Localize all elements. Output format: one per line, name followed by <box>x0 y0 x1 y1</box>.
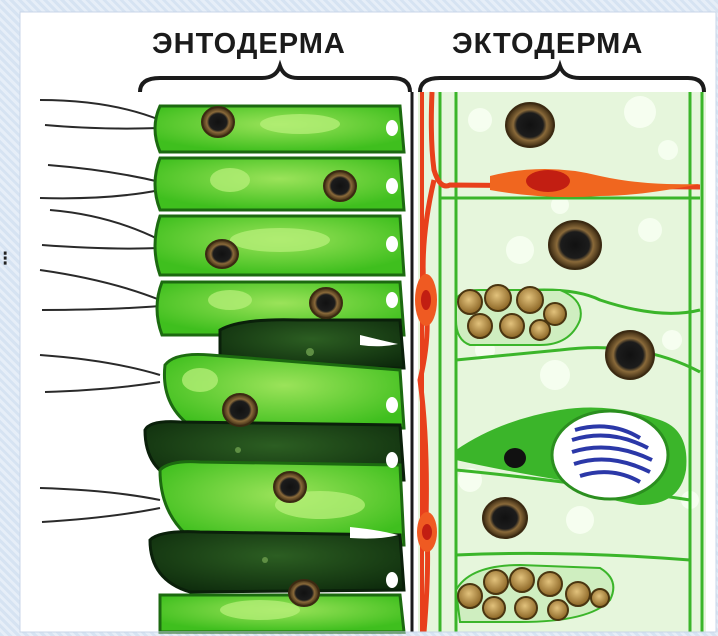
entoderm-cells <box>145 106 404 632</box>
cyst-group-upper <box>456 285 581 345</box>
brace-ectoderm <box>420 66 704 92</box>
entoderm-flagella <box>40 100 160 522</box>
brace-entoderm <box>140 66 410 92</box>
cyst-group-lower <box>456 565 613 622</box>
